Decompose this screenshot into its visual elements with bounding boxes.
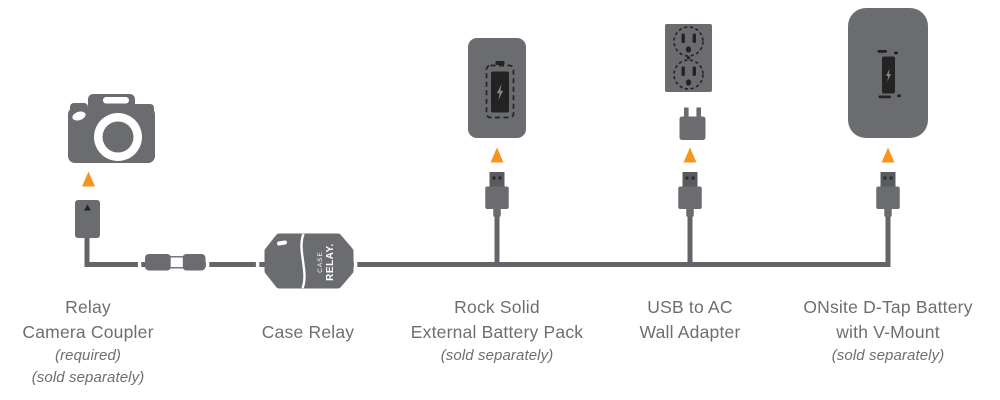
label-line: Camera Coupler — [22, 322, 154, 342]
usb-plug-icon — [678, 172, 702, 217]
camera-shutter-highlight — [72, 111, 86, 121]
usb-ac-adapter-icon — [679, 107, 706, 140]
camera-lens-center — [102, 121, 134, 153]
dtap-battery-icon — [848, 8, 928, 138]
wall-outlet-icon — [665, 24, 712, 92]
label-wall-adapter: USB to AC Wall Adapter — [610, 295, 770, 345]
up-arrow-icon — [490, 147, 504, 163]
label-camera-coupler: Relay Camera Coupler (required) (sold se… — [2, 295, 174, 388]
label-note: (sold separately) — [31, 368, 145, 386]
label-line: External Battery Pack — [410, 322, 584, 342]
label-line: Case Relay — [261, 322, 355, 342]
battery-coupler-icon — [75, 200, 100, 238]
case-relay-brand-large: RELAY. — [325, 243, 336, 281]
usb-plug-icon — [876, 172, 900, 217]
connection-tick-marks — [137, 249, 358, 273]
usb-plug-icon — [485, 172, 509, 217]
power-cable — [84, 212, 891, 267]
label-line: with V-Mount — [836, 322, 940, 342]
label-note: (sold separately) — [440, 347, 554, 364]
camera-viewfinder — [103, 97, 129, 104]
label-note: (required) — [54, 347, 122, 364]
label-case-relay: Case Relay — [238, 320, 378, 345]
label-line: Wall Adapter — [639, 322, 741, 342]
external-battery-pack-icon — [468, 38, 526, 138]
up-arrow-icon — [82, 171, 95, 187]
case-relay-curve-line — [300, 233, 306, 289]
camera-icon — [68, 94, 155, 163]
case-relay-brand-small: CASE — [317, 251, 324, 273]
label-line: USB to AC — [647, 297, 733, 317]
up-arrow-icon — [683, 147, 697, 163]
case-relay-device-icon: CASE RELAY. — [264, 233, 354, 289]
label-line: Relay — [65, 297, 111, 317]
up-arrow-icon — [881, 147, 895, 163]
label-note: (sold separately) — [831, 347, 945, 364]
label-dtap-battery: ONsite D-Tap Battery with V-Mount (sold … — [778, 295, 998, 367]
label-line: ONsite D-Tap Battery — [803, 297, 973, 317]
label-line: Rock Solid — [454, 297, 540, 317]
barrel-connector-icon — [145, 254, 206, 271]
case-relay-led-dash — [277, 240, 287, 246]
label-battery-pack: Rock Solid External Battery Pack (sold s… — [382, 295, 612, 367]
